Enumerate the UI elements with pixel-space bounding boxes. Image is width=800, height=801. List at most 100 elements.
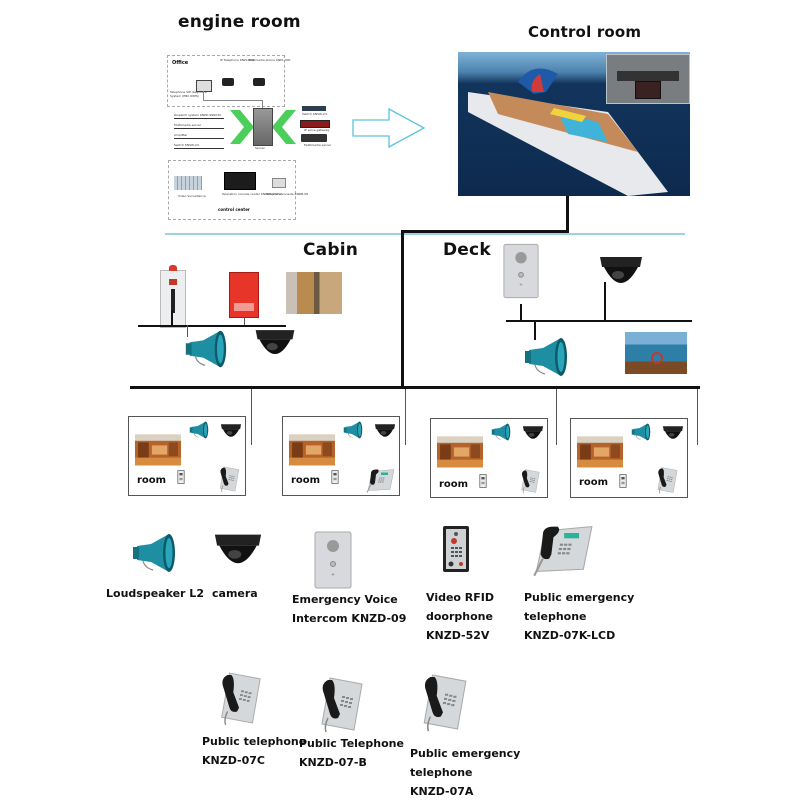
- legend-emergency-telephone-icon: [418, 670, 470, 734]
- room-photo: [289, 433, 335, 467]
- legend-public-telephone-b-icon: [316, 672, 366, 736]
- legend-line: Public Telephone: [299, 737, 404, 750]
- room-box: room: [282, 416, 400, 496]
- room-wallbox-icon: [331, 469, 339, 485]
- engine-list: Dispatch system KNPD-9960-M Multimedia s…: [174, 112, 224, 149]
- multimedia-server-label: Multimedia server: [304, 143, 332, 147]
- room-wallbox-icon: [619, 473, 627, 489]
- operation-console-icon: [224, 172, 256, 190]
- legend-line: telephone: [410, 766, 473, 779]
- legend-line: camera: [212, 587, 258, 600]
- control-room-title: Control room: [528, 23, 642, 41]
- room-label: room: [439, 479, 469, 490]
- room-box: room: [570, 418, 688, 498]
- engine-list-item: Switch KNSW-24: [174, 142, 224, 149]
- divider-line: [165, 233, 685, 235]
- deck-drop-line: [604, 282, 606, 320]
- cabin-drop-line: [187, 325, 188, 337]
- legend-line: KNZD-07-B: [299, 756, 367, 769]
- room-box: room: [430, 418, 548, 498]
- room-label: room: [137, 475, 167, 486]
- multimedia-phone-icon: [253, 78, 265, 86]
- room-photo: [135, 433, 181, 467]
- cabin-camera-icon: [252, 324, 298, 362]
- legend-line: KNZD-52V: [426, 629, 490, 642]
- control-center-item: Video Surveillance: [178, 194, 206, 198]
- legend-loudspeaker-icon: [128, 528, 180, 578]
- deck-drop-line: [520, 304, 522, 320]
- connector-line: [203, 100, 263, 101]
- room-drop-line: [697, 389, 698, 445]
- emergency-help-box-icon: [229, 272, 259, 318]
- rooms-bus-line: [130, 386, 700, 389]
- ip-phone-icon: [222, 78, 234, 86]
- legend-label-camera: camera: [212, 584, 258, 603]
- legend-doorphone-icon: [441, 524, 471, 574]
- telephone-console-icon: [272, 178, 286, 188]
- room-phone-icon: [519, 467, 541, 495]
- server-label: Server: [255, 146, 265, 150]
- switch-icon: [302, 106, 326, 111]
- room-drop-line: [405, 389, 406, 445]
- legend-label-emergency-telephone: Public emergency telephone KNZD-07A: [410, 744, 520, 801]
- legend-camera-icon: [210, 528, 266, 572]
- control-drop-line: [566, 196, 569, 232]
- switch-label: Switch KNSW-24: [302, 112, 327, 116]
- engine-list-item: Multimedia server: [174, 122, 224, 129]
- deck-drop-line: [534, 322, 536, 340]
- room-drop-line: [556, 389, 557, 445]
- legend-label-intercom: Emergency Voice Intercom KNZD-09: [292, 590, 406, 628]
- corridor-photo: [286, 272, 342, 314]
- cabin-loudspeaker-icon: [180, 325, 232, 373]
- chevron-left-icon: [272, 110, 296, 144]
- room-loudspeaker-icon: [489, 421, 513, 443]
- office-box: [167, 55, 285, 107]
- legend-intercom-icon: [313, 527, 353, 593]
- control-center-item: Operation console center KNDDT-1-VH-S: [222, 192, 283, 196]
- connector-line: [203, 91, 204, 101]
- legend-label-doorphone: Video RFID doorphone KNZD-52V: [426, 588, 494, 645]
- deck-loudspeaker-icon: [520, 332, 572, 382]
- legend-line: doorphone: [426, 610, 493, 623]
- video-wall-icon: [174, 176, 202, 190]
- legend-emergency-telephone-lcd-icon: [530, 522, 594, 576]
- room-wallbox-icon: [479, 473, 487, 489]
- room-loudspeaker-icon: [629, 421, 653, 443]
- legend-line: KNZD-07A: [410, 785, 474, 798]
- engine-room-title: engine room: [178, 12, 301, 32]
- legend-line: Public emergency: [410, 747, 521, 760]
- legend-public-telephone-icon: [216, 668, 264, 728]
- cabin-bus-line: [138, 325, 286, 327]
- room-wallbox-icon: [177, 469, 185, 485]
- office-label: Office: [172, 60, 189, 66]
- room-label: room: [291, 475, 321, 486]
- server-icon: [253, 108, 273, 146]
- control-to-deck-line: [402, 230, 569, 233]
- multimedia-server-icon: [301, 134, 327, 142]
- room-label: room: [579, 477, 609, 488]
- gateway-label: IP voice gateway: [304, 128, 330, 132]
- room-camera-icon: [661, 423, 685, 443]
- room-camera-icon: [521, 423, 545, 443]
- room-phone-icon: [655, 465, 679, 495]
- room-loudspeaker-icon: [187, 419, 211, 441]
- connector-line: [262, 100, 263, 108]
- monitor-icon: [196, 80, 212, 92]
- legend-line: Video RFID: [426, 591, 495, 604]
- ship-illustration: [468, 68, 668, 196]
- control-center-label: control center: [218, 207, 250, 212]
- legend-line: Emergency Voice: [292, 593, 398, 606]
- main-trunk-line: [401, 230, 404, 388]
- legend-line: telephone: [524, 610, 587, 623]
- legend-label-public-telephone-b: Public Telephone KNZD-07-B: [299, 734, 404, 772]
- cabin-title: Cabin: [303, 240, 359, 260]
- cabin-drop-line: [244, 317, 245, 325]
- ip-telephone-label: IP Telephone KNPL-302: [220, 58, 255, 62]
- legend-line: KNZD-07K-LCD: [524, 629, 616, 642]
- room-phone-icon: [217, 465, 241, 493]
- engine-list-item: Dispatch system KNPD-9960-M: [174, 112, 224, 119]
- legend-label-public-telephone: Public telephone KNZD-07C: [202, 732, 306, 770]
- legend-label-emergency-telephone-lcd: Public emergency telephone KNZD-07K-LCD: [524, 588, 634, 645]
- cabin-drop-line: [171, 310, 173, 325]
- deck-photo: [625, 332, 687, 374]
